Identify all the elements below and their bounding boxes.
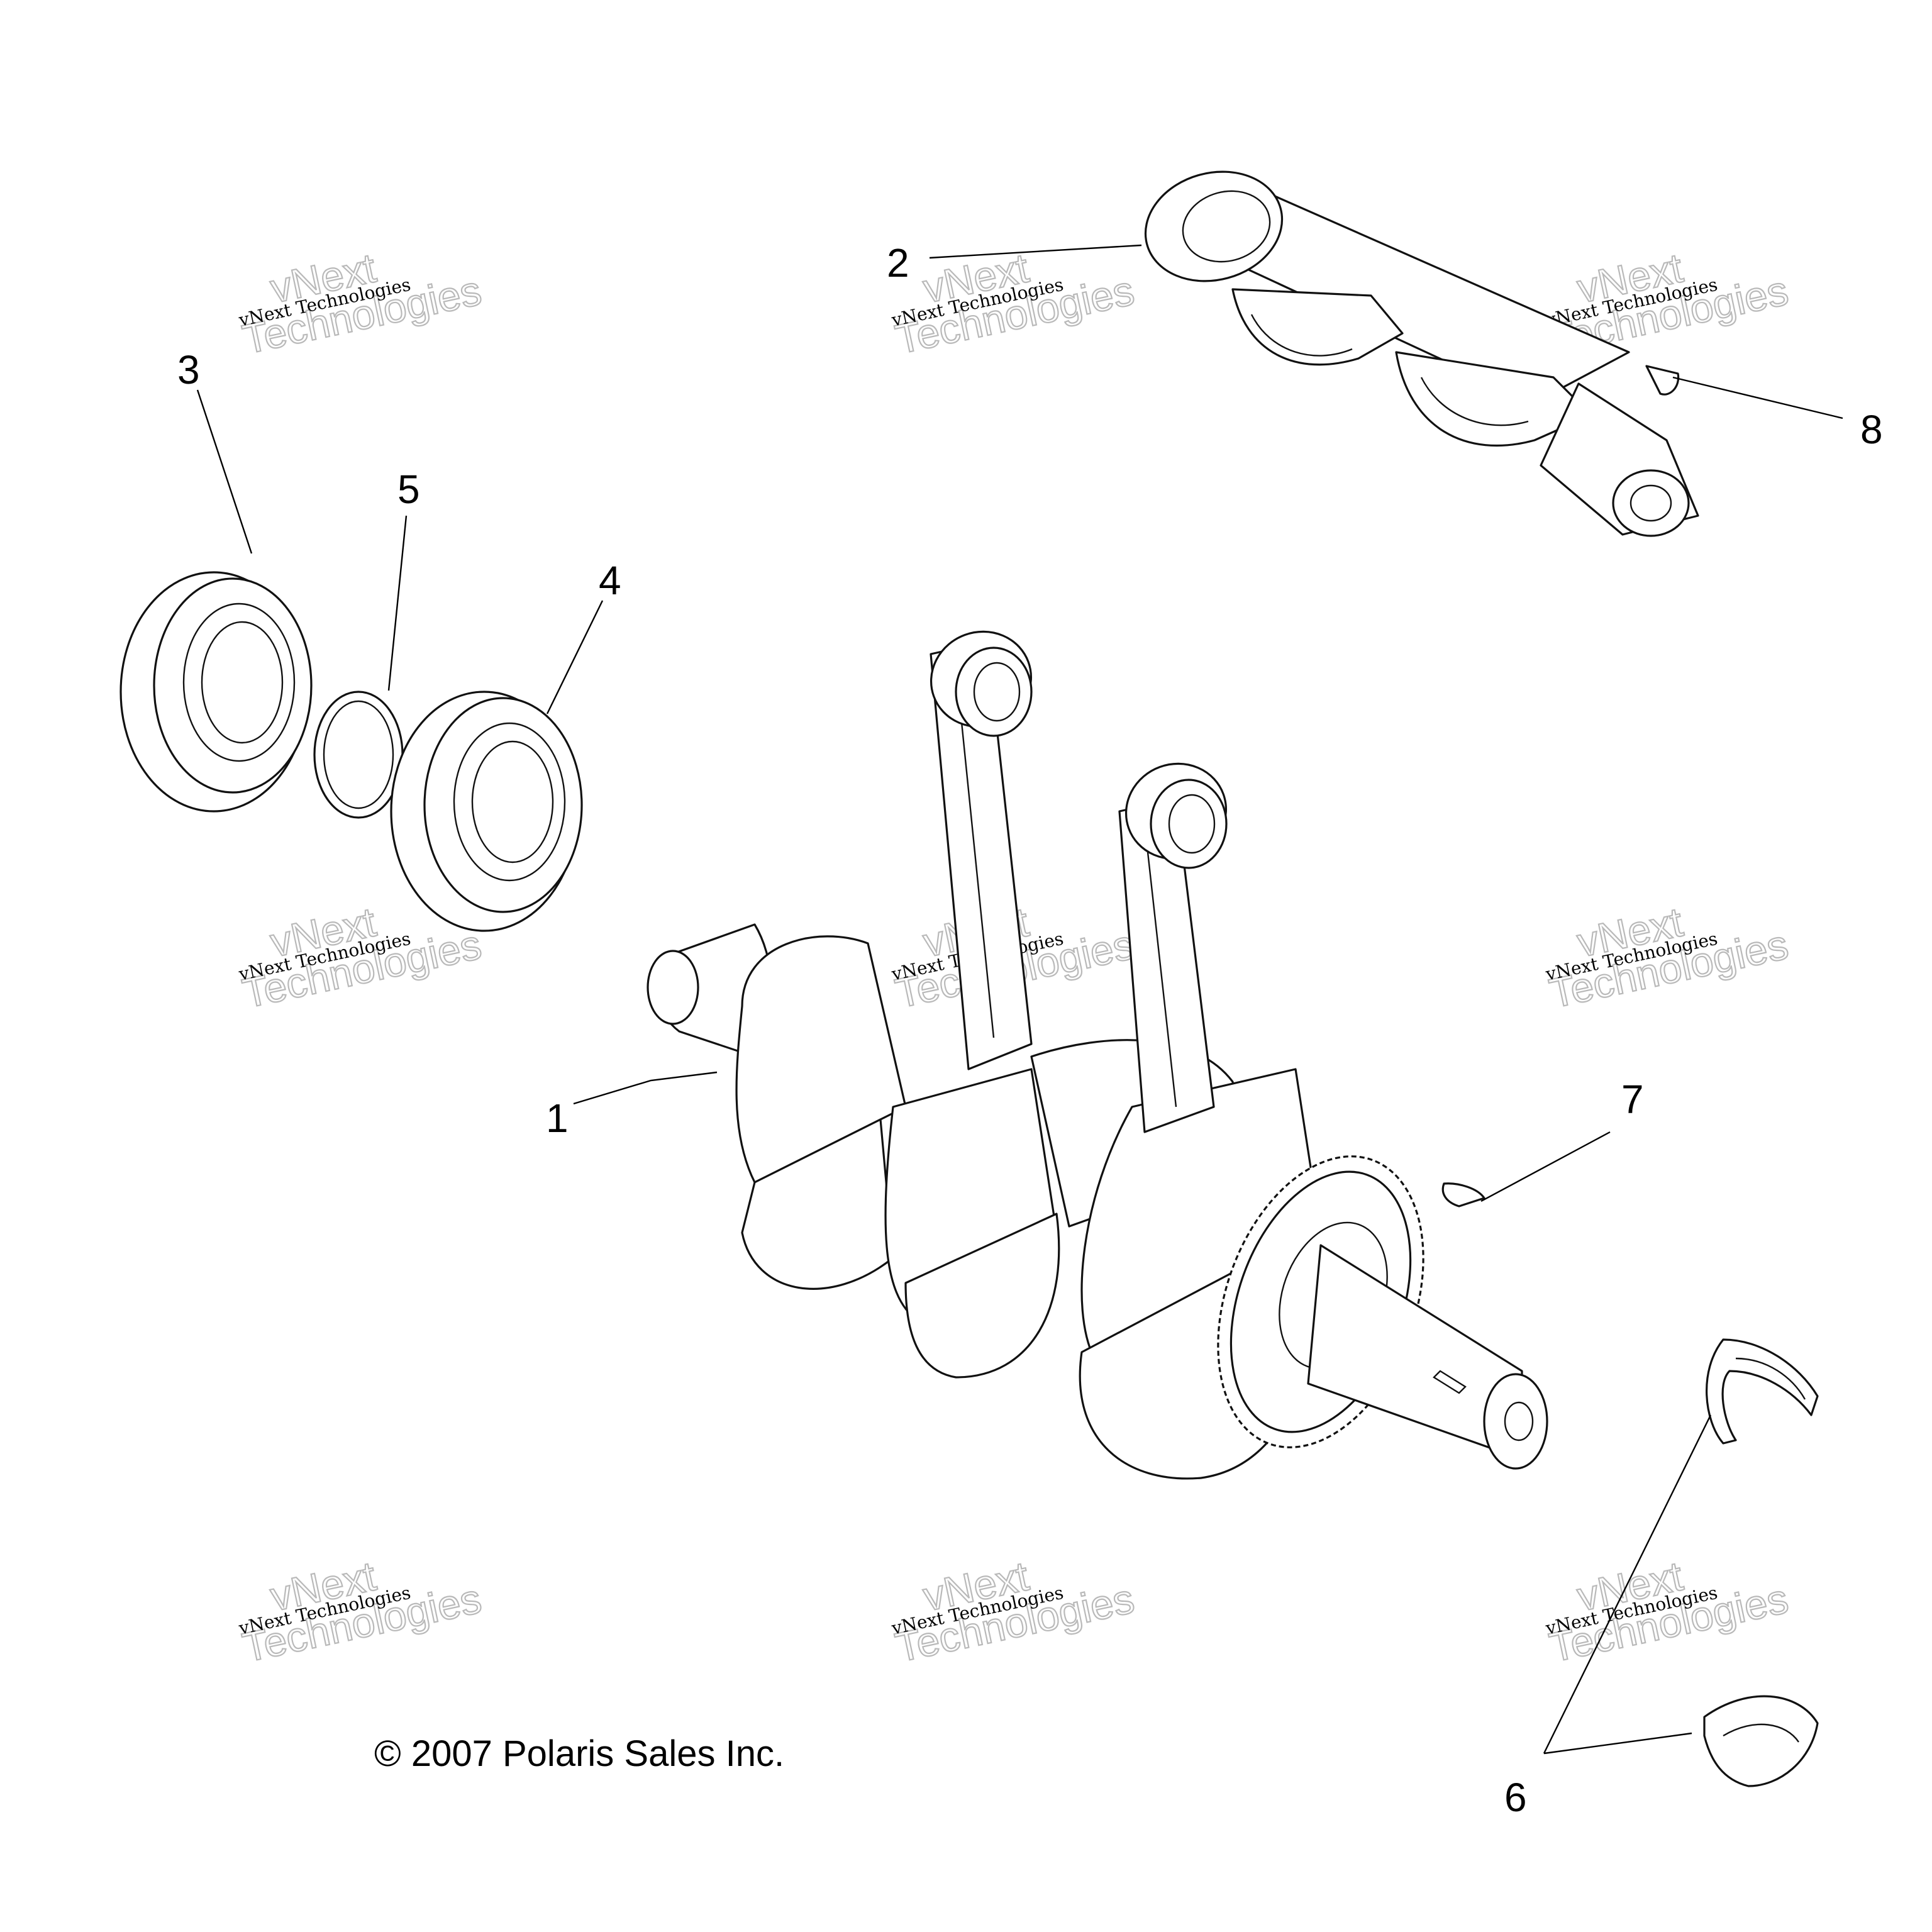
- watermark: Technologies vNext vNext Technologies: [1543, 1552, 1793, 1672]
- callout-5: 5: [397, 467, 420, 512]
- callout-4: 4: [599, 558, 621, 603]
- ring-5: [313, 691, 404, 819]
- leader-line-2: [929, 244, 1142, 259]
- watermark: Technologies vNext vNext Technologies: [889, 243, 1139, 364]
- callout-1: 1: [546, 1096, 569, 1141]
- watermark: Technologies vNext vNext Technologies: [236, 1552, 486, 1672]
- leader-line-1: [573, 1071, 718, 1105]
- watermark: Technologies vNext vNext Technologies: [236, 243, 486, 364]
- callout-2: 2: [887, 240, 909, 286]
- bearing-4: [390, 691, 583, 932]
- callout-7: 7: [1621, 1077, 1644, 1122]
- leader-line-5: [387, 515, 408, 691]
- leader-line-8: [1672, 376, 1843, 419]
- callout-6: 6: [1504, 1775, 1527, 1820]
- leader-line-6a: [1543, 1414, 1712, 1754]
- bearing-halves-6: [1703, 1338, 1819, 1787]
- watermark: Technologies vNext vNext Technologies: [889, 1552, 1139, 1672]
- bearing-3: [119, 571, 313, 813]
- leader-line-3: [196, 389, 253, 554]
- copyright-text: © 2007 Polaris Sales Inc.: [374, 1733, 784, 1774]
- callout-8: 8: [1860, 407, 1883, 452]
- leader-line-4: [546, 600, 604, 714]
- balance-shaft: [1144, 170, 1699, 537]
- crankshaft-assembly: [647, 630, 1548, 1480]
- woodruff-key-7: [1441, 1182, 1485, 1208]
- woodruff-key-8: [1645, 365, 1680, 396]
- callout-3: 3: [177, 347, 200, 392]
- leader-line-6b: [1543, 1732, 1692, 1755]
- watermark: Technologies vNext vNext Technologies: [1543, 897, 1793, 1018]
- leader-line-7: [1480, 1131, 1611, 1202]
